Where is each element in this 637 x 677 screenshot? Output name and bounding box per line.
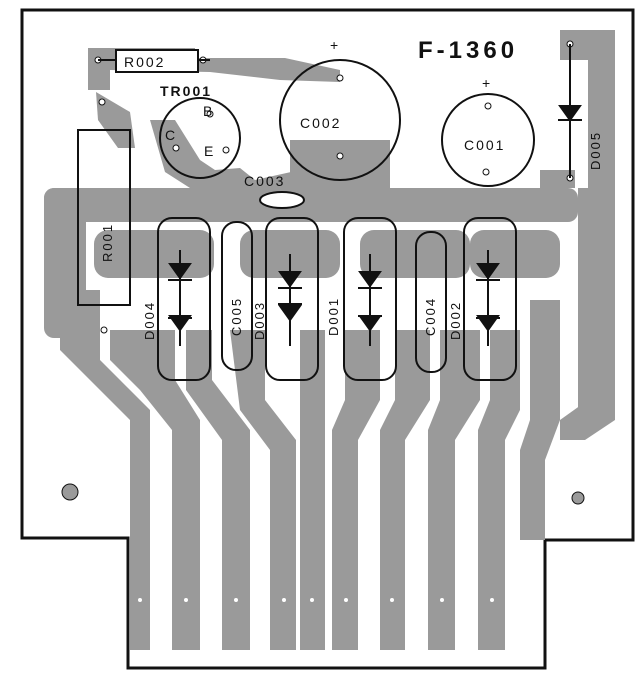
c001-label: C001 [464, 137, 505, 153]
d003-label: D003 [252, 301, 267, 340]
d001-label: D001 [326, 297, 341, 336]
mounting-hole [61, 483, 79, 501]
d001-outline [343, 217, 397, 381]
c005-label: C005 [229, 297, 244, 336]
edge-connector-dots [138, 598, 494, 602]
c004-outline [415, 231, 447, 373]
pad [98, 98, 106, 106]
d004-label: D004 [142, 301, 157, 340]
c001-outline [441, 93, 535, 187]
pad [100, 326, 108, 334]
diode-icon [358, 254, 382, 346]
diode-icon [476, 250, 500, 346]
silkscreen [77, 44, 571, 381]
diode-icons [168, 105, 582, 346]
copper-traces [44, 30, 615, 650]
pad [222, 146, 230, 154]
pad [336, 74, 344, 82]
d002-outline [463, 217, 517, 381]
board-id-label: F-1360 [418, 37, 518, 64]
c005-outline [221, 221, 253, 371]
c003-outline [259, 191, 305, 209]
c002-plus-label: + [330, 37, 340, 53]
mounting-hole [571, 491, 585, 505]
pad [206, 110, 214, 118]
d005-label: D005 [588, 131, 603, 170]
tr-emitter-label: E [204, 143, 215, 159]
tr001-outline [159, 97, 241, 179]
c002-outline [279, 59, 401, 181]
pad [172, 144, 180, 152]
tr-collector-label: C [165, 127, 177, 143]
pad [336, 152, 344, 160]
d004-outline [157, 217, 211, 381]
diode-icon [558, 105, 582, 122]
pad [482, 168, 490, 176]
r001-outline [77, 129, 131, 306]
r001-label: R001 [100, 223, 115, 262]
c004-label: C004 [423, 297, 438, 336]
d002-label: D002 [448, 301, 463, 340]
c001-plus-label: + [482, 75, 492, 91]
diode-icon [168, 250, 192, 346]
c002-label: C002 [300, 115, 341, 131]
pads [61, 40, 585, 505]
d003-outline [265, 217, 319, 381]
r002-label: R002 [124, 54, 165, 70]
tr001-label: TR001 [160, 83, 212, 99]
pad [484, 102, 492, 110]
diode-icon [278, 254, 302, 346]
tr-base-label: B [203, 103, 214, 119]
c003-label: C003 [244, 173, 285, 189]
